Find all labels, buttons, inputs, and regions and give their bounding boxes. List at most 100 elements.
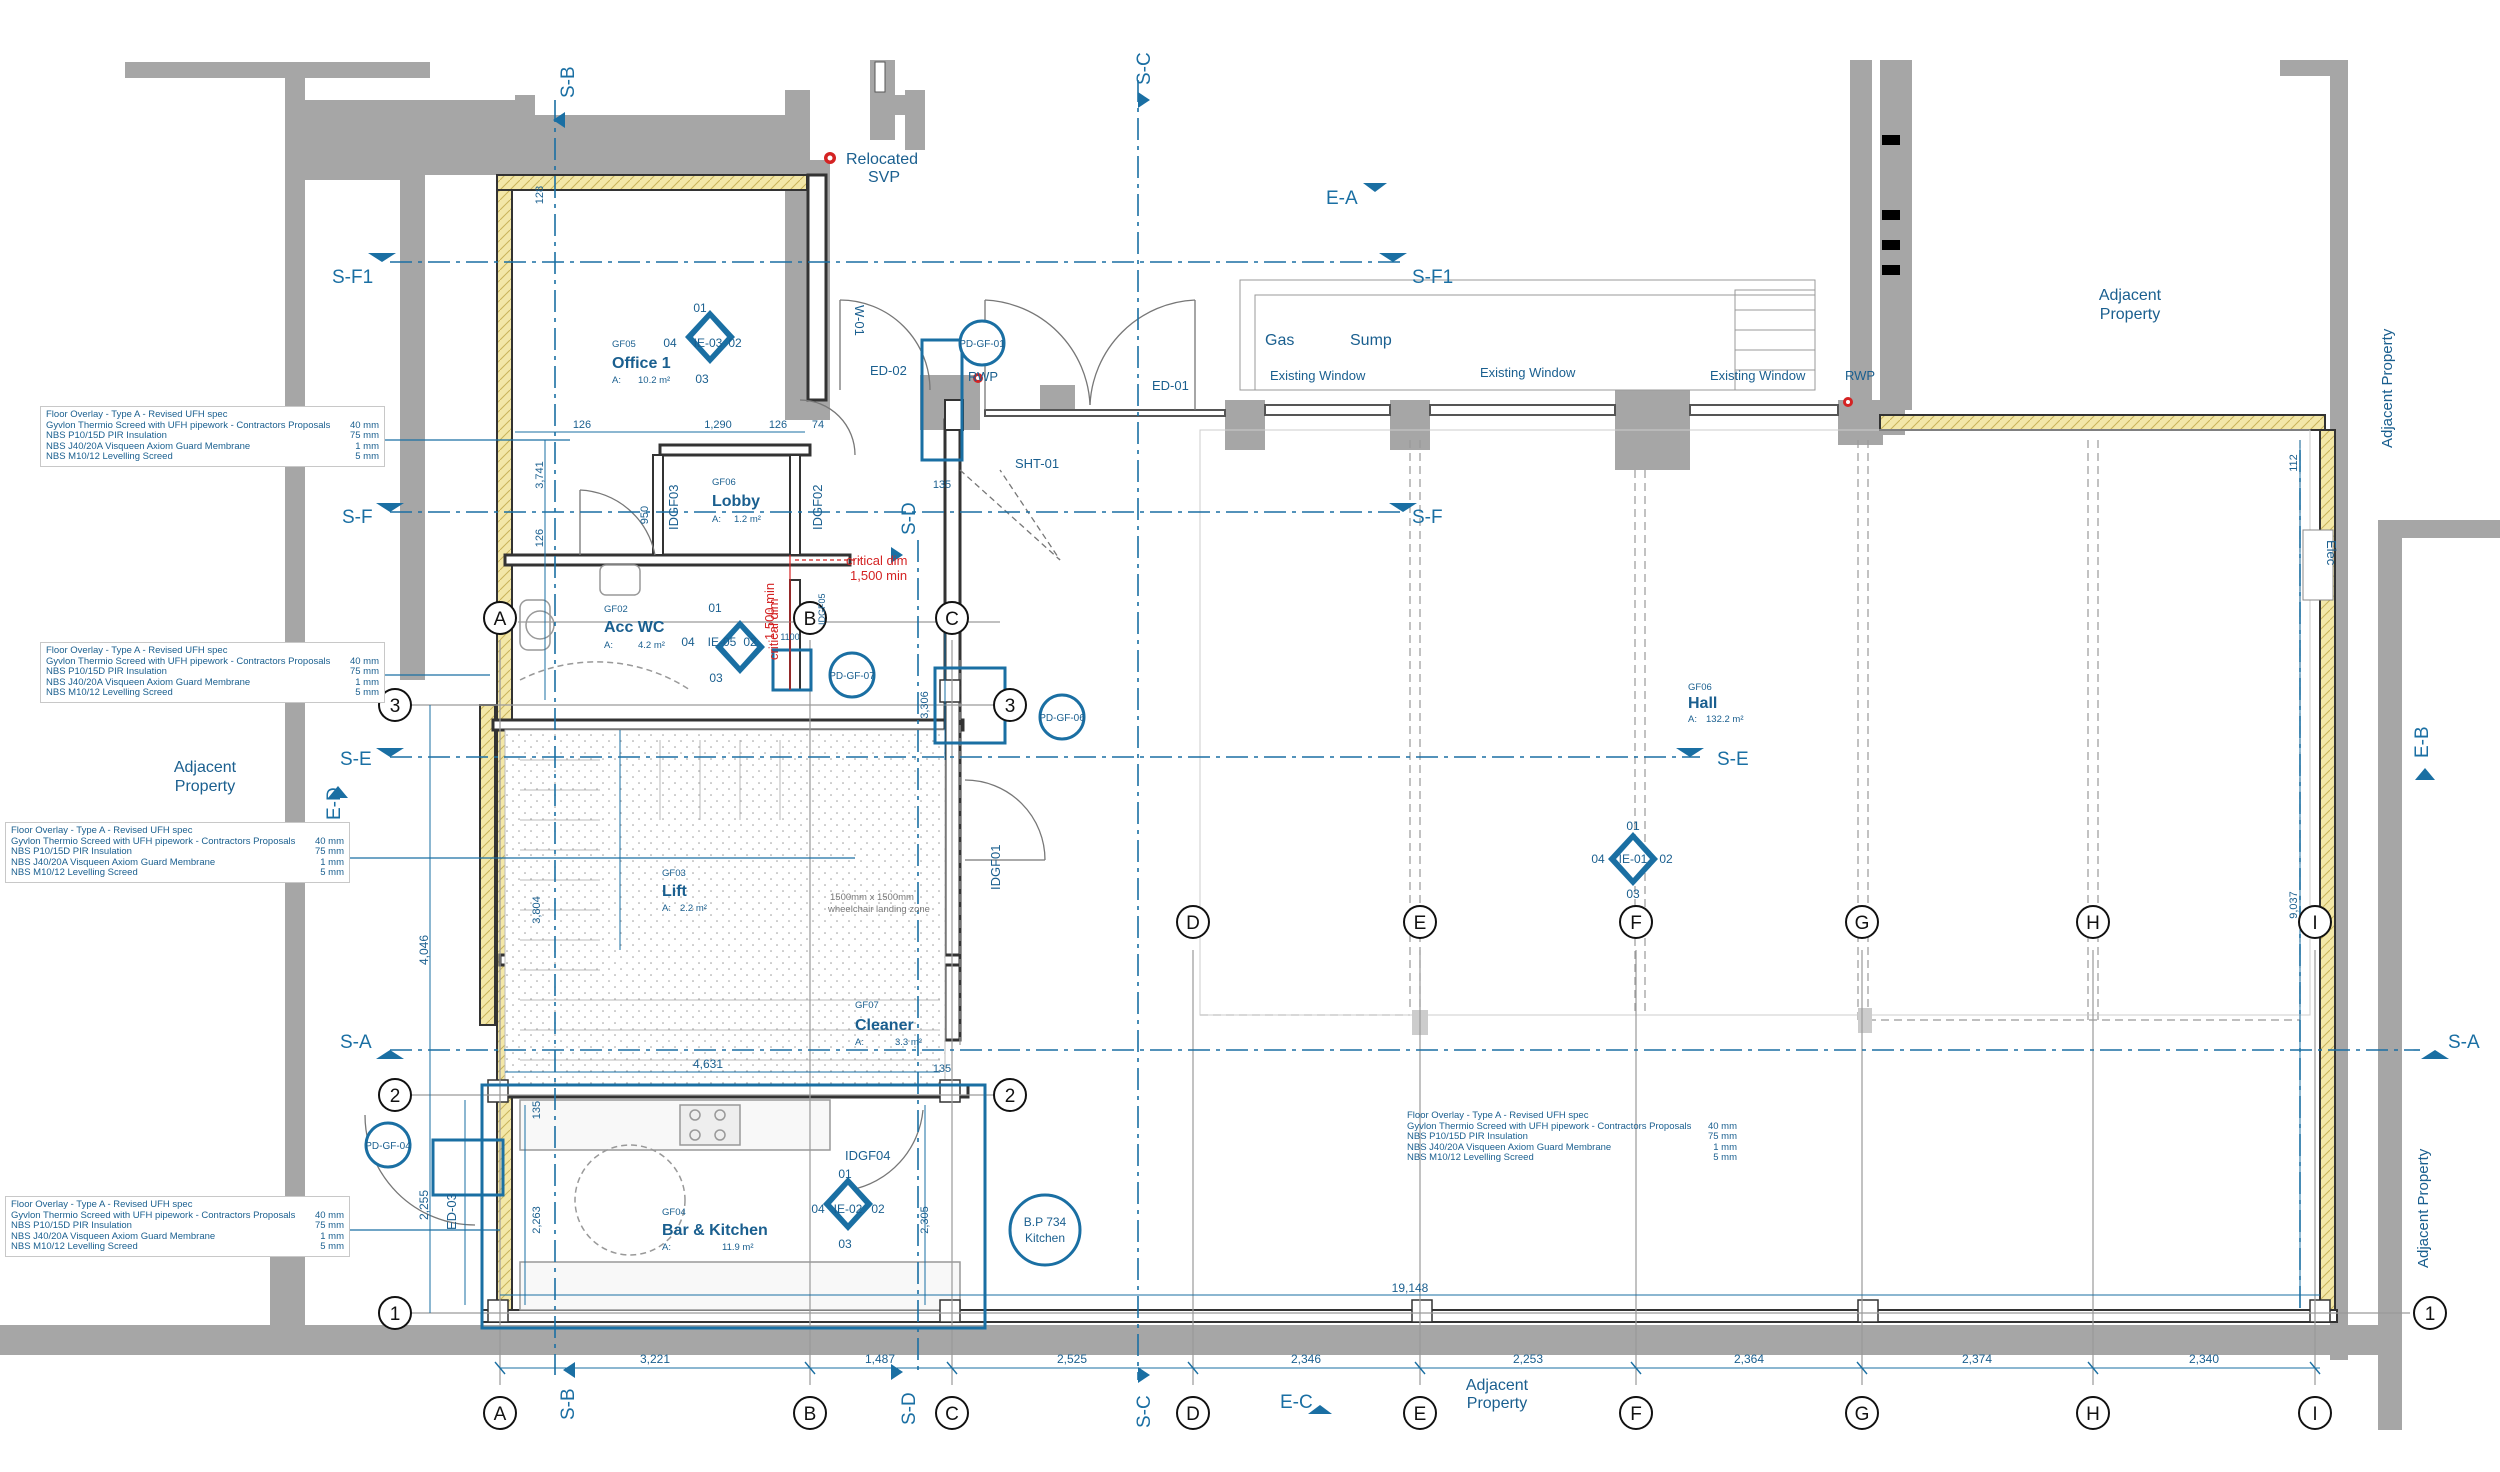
kitchen-fittings [519, 1099, 961, 1311]
room-area-label-cleaner: A: [855, 1037, 864, 1048]
hall-columns [1412, 1008, 1872, 1035]
note-line: Gyvlon Thermio Screed with UFH pipework … [1407, 1120, 1737, 1132]
elev-bar-left: 04 [811, 1202, 825, 1216]
section-label-sc-top: S-C [1134, 52, 1155, 85]
label-critical-2a: critical dim [766, 599, 781, 660]
label-wheelchair-1: 1500mm x 1500mm [830, 892, 914, 903]
note-line: NBS J40/20A Visqueen Axiom Guard Membran… [1407, 1141, 1737, 1153]
label-existing-window-2: Existing Window [1480, 365, 1576, 380]
structural-grid [410, 621, 2410, 1385]
elev-bar-bottom: 03 [838, 1237, 852, 1251]
note-title: Floor Overlay - Type A - Revised UFH spe… [11, 1199, 193, 1210]
section-arrows [328, 92, 2449, 1414]
dim-1100: 1100 [780, 632, 799, 642]
hall-structure [959, 440, 2301, 1045]
section-label-ed: E-D [324, 787, 345, 820]
elev-accwc-bottom: 03 [709, 671, 723, 685]
room-area-label-lift: A: [662, 903, 671, 914]
dim-135b: 135 [531, 1101, 543, 1119]
door-tag-idgf02: IDGF02 [810, 484, 825, 530]
label-critical-2b: 1,500 min [762, 583, 777, 640]
section-label-sa-right: S-A [2448, 1032, 2480, 1053]
grid-label-C: C [945, 1404, 959, 1425]
elev-hall-right: 02 [1659, 852, 1673, 866]
grid-label-G-upper: G [1855, 913, 1870, 934]
grid-label-3-left: 3 [390, 696, 401, 717]
elev-accwc-left: 04 [681, 635, 695, 649]
door-swings [364, 299, 1196, 1226]
dim-2255: 2,255 [417, 1190, 431, 1220]
room-name-lobby: Lobby [712, 493, 760, 510]
room-name-bar: Bar & Kitchen [662, 1222, 768, 1239]
elev-office-top: 01 [693, 301, 707, 315]
elevation-tag-shapes [685, 310, 1658, 1231]
note-line: NBS J40/20A Visqueen Axiom Guard Membran… [11, 856, 344, 868]
section-label-sf-left: S-F [342, 507, 373, 528]
room-area-office: 10.2 m² [638, 375, 670, 386]
pd-tag-gf06: PD-GF-06 [1039, 713, 1085, 724]
section-label-se-right: S-E [1717, 749, 1749, 770]
dim-74: 74 [812, 419, 824, 431]
dim-bottom-8: 2,340 [2189, 1352, 2219, 1366]
label-wheelchair-2: wheelchair landing zone [827, 904, 930, 915]
label-critical-1a: critical dim [846, 553, 907, 568]
note-title: Floor Overlay - Type A - Revised UFH spe… [46, 409, 228, 420]
dim-128: 128 [534, 186, 546, 204]
label-gas: Gas [1265, 332, 1294, 349]
dim-2263: 2,263 [531, 1206, 543, 1234]
label-adjacent-bottom-1: Adjacent [1466, 1377, 1529, 1394]
room-code-lobby: GF06 [712, 477, 736, 488]
dim-ticks [494, 1361, 2321, 1375]
door-tag-ed03: ED-03 [444, 1193, 459, 1230]
note-line: NBS J40/20A Visqueen Axiom Guard Membran… [46, 440, 379, 452]
dimension-lines [429, 431, 2320, 1369]
dim-overall: 19,148 [1392, 1281, 1429, 1295]
elev-accwc-right: 02 [743, 635, 757, 649]
note-line: Gyvlon Thermio Screed with UFH pipework … [11, 835, 344, 847]
dim-3741: 3,741 [534, 461, 546, 489]
elev-office-bottom: 03 [695, 372, 709, 386]
note-line: NBS J40/20A Visqueen Axiom Guard Membran… [11, 1230, 344, 1242]
relocated-svp-marker [824, 152, 1853, 407]
grid-bubbles [378, 601, 2447, 1430]
room-area-hall: 132.2 m² [1706, 714, 1744, 725]
room-area-label-lobby: A: [712, 514, 721, 525]
elev-office-ref: IE-03 [694, 336, 723, 350]
elev-office-right: 02 [728, 336, 742, 350]
elev-hall-top: 01 [1626, 819, 1640, 833]
label-elec: Elec [2324, 540, 2339, 566]
room-name-accwc: Acc WC [604, 619, 665, 636]
grid-label-2-right: 2 [1005, 1086, 1016, 1107]
section-label-sb-bottom: S-B [558, 1388, 579, 1420]
label-adjacent-top-1: Adjacent [2099, 287, 2162, 304]
section-label-eb: E-B [2412, 726, 2433, 758]
room-area-label-accwc: A: [604, 640, 613, 651]
grid-label-I: I [2312, 1404, 2317, 1425]
door-tag-idgf03: IDGF03 [666, 484, 681, 530]
critical-dimension-lines [789, 555, 860, 690]
dim-950: 950 [639, 506, 651, 524]
room-name-cleaner: Cleaner [855, 1017, 914, 1034]
pd-tag-gf01: PD-GF-01 [959, 339, 1005, 350]
label-svp: SVP [868, 169, 900, 186]
staircase [504, 729, 946, 1086]
section-label-ea: E-A [1326, 188, 1358, 209]
note-title: Floor Overlay - Type A - Revised UFH spe… [11, 825, 193, 836]
note-leader-lines [350, 439, 855, 1231]
room-code-office: GF05 [612, 339, 636, 350]
label-adjacent-right-bottom: Adjacent Property [2415, 1148, 2432, 1268]
section-label-sb-top: S-B [558, 66, 579, 98]
label-sump: Sump [1350, 332, 1392, 349]
room-area-label-bar: A: [662, 1242, 671, 1253]
dim-126a: 126 [573, 419, 591, 431]
grid-label-1-left: 1 [390, 1304, 401, 1325]
door-tag-ed01: ED-01 [1152, 378, 1189, 393]
room-name-hall: Hall [1688, 695, 1717, 712]
note-line: Gyvlon Thermio Screed with UFH pipework … [11, 1209, 344, 1221]
